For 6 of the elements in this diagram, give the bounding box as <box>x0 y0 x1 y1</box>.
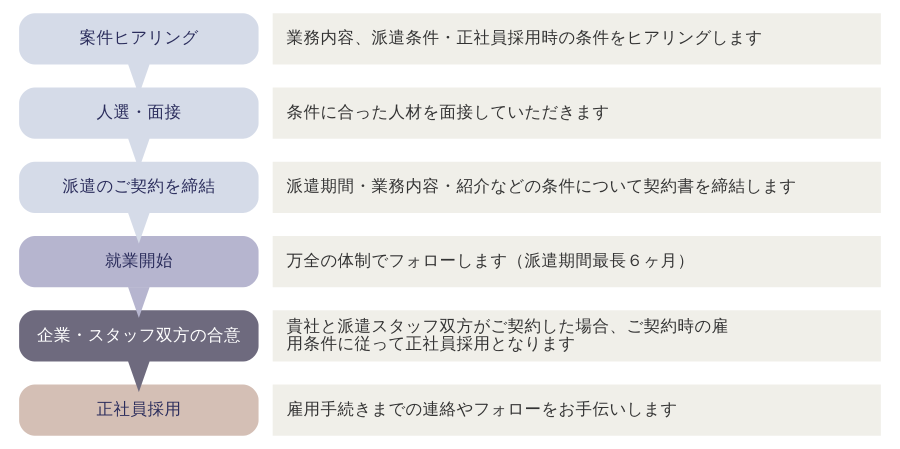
node-box: 企業・スタッフ双方の合意 <box>19 310 259 362</box>
node-box: 正社員採用 <box>19 384 259 436</box>
node-box: 人選・面接 <box>19 88 259 139</box>
node-box: 派遣のご契約を締結 <box>19 162 259 213</box>
node-box: 就業開始 <box>19 236 259 288</box>
node-box: 案件ヒアリング <box>19 13 259 64</box>
